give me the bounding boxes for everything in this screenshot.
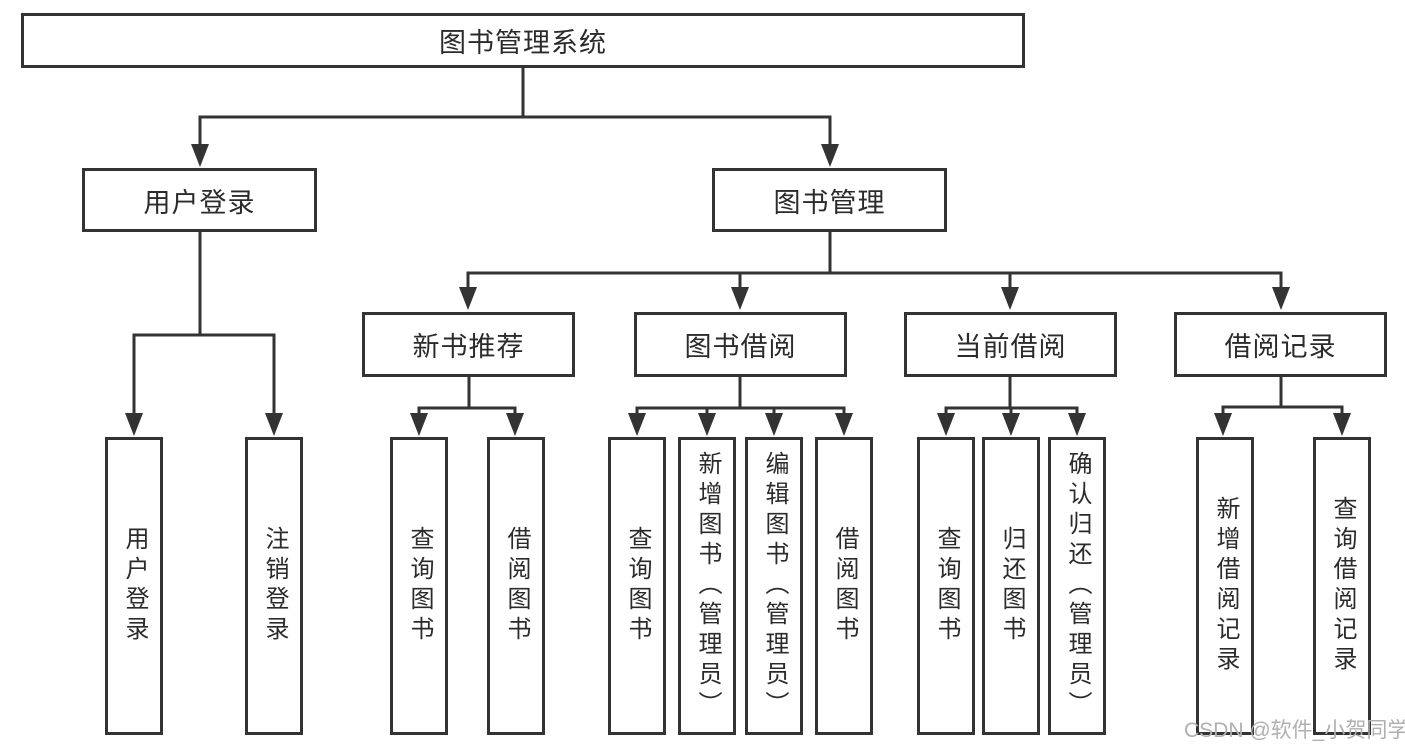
leaf-user-login: 用户登录 bbox=[105, 437, 163, 735]
leaf-label: 新增图书（管理员） bbox=[694, 451, 721, 721]
arrowhead-icon bbox=[191, 144, 209, 167]
leaf-query-books-borrow: 查询图书 bbox=[608, 437, 666, 735]
leaf-query-books-current: 查询图书 bbox=[917, 437, 975, 735]
leaf-borrow-books-recommend: 借阅图书 bbox=[487, 437, 545, 735]
leaf-borrow-books: 借阅图书 bbox=[815, 437, 873, 735]
node-label: 图书借阅 bbox=[684, 332, 797, 362]
arrowhead-icon bbox=[937, 413, 955, 436]
arrowhead-icon bbox=[125, 413, 143, 436]
arrowhead-icon bbox=[410, 413, 428, 436]
connector-root-to-level2 bbox=[191, 68, 839, 167]
leaf-label: 查询图书 bbox=[406, 526, 433, 646]
connector-book-borrow-children bbox=[628, 377, 853, 436]
leaf-logout: 注销登录 bbox=[245, 437, 303, 735]
node-root-system: 图书管理系统 bbox=[21, 13, 1025, 68]
arrowhead-icon bbox=[731, 287, 749, 310]
node-label: 用户登录 bbox=[143, 187, 256, 218]
arrowhead-icon bbox=[1272, 287, 1290, 310]
arrowhead-icon bbox=[265, 413, 283, 436]
arrowhead-icon bbox=[1068, 413, 1086, 436]
arrowhead-icon bbox=[835, 413, 853, 436]
leaf-confirm-return-admin: 确认归还（管理员） bbox=[1048, 437, 1106, 735]
node-book-management: 图书管理 bbox=[712, 168, 947, 232]
leaf-label: 归还图书 bbox=[998, 526, 1025, 646]
node-current-borrow: 当前借阅 bbox=[904, 312, 1117, 377]
leaf-return-books: 归还图书 bbox=[982, 437, 1040, 735]
leaf-label: 查询图书 bbox=[933, 526, 960, 646]
leaf-label: 借阅图书 bbox=[831, 526, 858, 646]
leaf-label: 查询图书 bbox=[624, 526, 651, 646]
node-book-borrow: 图书借阅 bbox=[634, 312, 847, 377]
leaf-query-borrow-record: 查询借阅记录 bbox=[1313, 437, 1371, 735]
leaf-label: 编辑图书（管理员） bbox=[761, 451, 788, 721]
node-label: 图书管理系统 bbox=[439, 28, 607, 58]
connector-borrow-records-children bbox=[1214, 377, 1351, 436]
arrowhead-icon bbox=[1002, 413, 1020, 436]
leaf-add-borrow-record: 新增借阅记录 bbox=[1196, 437, 1254, 735]
node-borrow-records: 借阅记录 bbox=[1174, 312, 1387, 377]
arrowhead-icon bbox=[459, 287, 477, 310]
leaf-label: 用户登录 bbox=[121, 526, 148, 646]
leaf-label: 查询借阅记录 bbox=[1329, 496, 1356, 676]
arrowhead-icon bbox=[1001, 287, 1019, 310]
connector-book-management-children bbox=[459, 232, 1290, 310]
node-label: 当前借阅 bbox=[954, 332, 1067, 362]
connector-new-book-recommend-children bbox=[410, 377, 524, 436]
node-new-book-recommend: 新书推荐 bbox=[362, 312, 575, 377]
arrowhead-icon bbox=[698, 413, 716, 436]
arrowhead-icon bbox=[1214, 413, 1232, 436]
arrowhead-icon bbox=[628, 413, 646, 436]
leaf-label: 新增借阅记录 bbox=[1212, 496, 1239, 676]
arrowhead-icon bbox=[1333, 413, 1351, 436]
leaf-query-books-recommend: 查询图书 bbox=[390, 437, 448, 735]
leaf-add-books-admin: 新增图书（管理员） bbox=[678, 437, 736, 735]
connector-user-login-children bbox=[125, 232, 283, 436]
leaf-label: 借阅图书 bbox=[503, 526, 530, 646]
arrowhead-icon bbox=[506, 413, 524, 436]
leaf-label: 确认归还（管理员） bbox=[1064, 451, 1091, 721]
connector-current-borrow-children bbox=[937, 377, 1086, 436]
node-user-login: 用户登录 bbox=[82, 168, 317, 232]
leaf-edit-books-admin: 编辑图书（管理员） bbox=[745, 437, 803, 735]
arrowhead-icon bbox=[765, 413, 783, 436]
arrowhead-icon bbox=[821, 144, 839, 167]
csdn-watermark: CSDN @软件_小贺同学 bbox=[1184, 719, 1405, 742]
node-label: 图书管理 bbox=[773, 187, 886, 218]
node-label: 新书推荐 bbox=[412, 332, 525, 362]
leaf-label: 注销登录 bbox=[261, 526, 288, 646]
node-label: 借阅记录 bbox=[1224, 332, 1337, 362]
